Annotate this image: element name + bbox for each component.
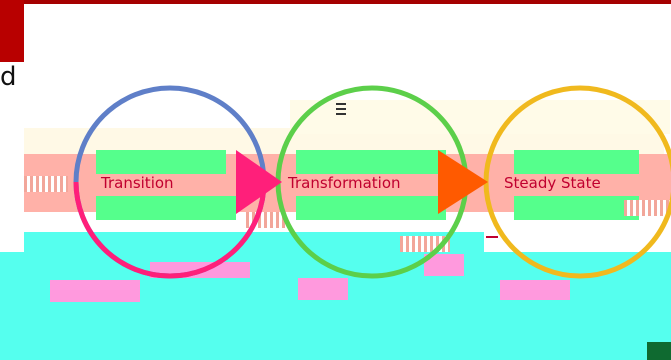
corner-block [0,0,24,62]
background-band [298,278,348,300]
stage-label-transition: Transition [101,174,174,192]
menu-icon [336,103,346,115]
stage-label-steady-state: Steady State [504,174,601,192]
background-band [514,150,639,174]
background-band [96,150,226,174]
divider [486,236,498,238]
background-band [514,196,639,220]
arrow-right-icon [438,150,488,214]
partial-glyph: d [0,62,17,92]
background-band [50,280,140,302]
corner-block [647,342,671,360]
tick-pattern [24,176,68,192]
background-band [424,254,464,276]
arrow-right-icon [236,150,282,214]
background-band [296,150,446,174]
background-band [296,196,446,220]
background-band [290,100,670,134]
top-bar [0,0,671,4]
stage-label-transformation: Transformation [288,174,401,192]
circle-overlay [73,181,267,279]
tick-pattern [624,200,671,216]
background-band [500,280,570,300]
background-band [96,196,236,220]
